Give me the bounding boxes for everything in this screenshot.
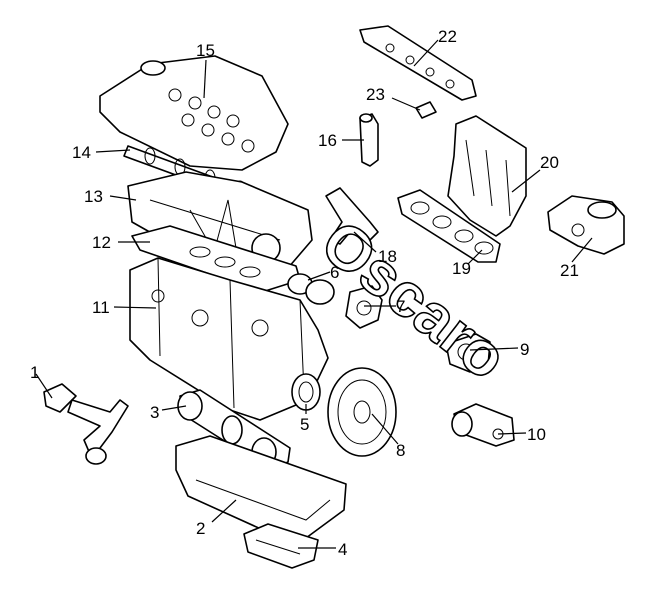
part-valve-cover	[99, 55, 289, 171]
part-thermostat	[445, 333, 491, 373]
leader-2	[211, 499, 237, 523]
callout-labels: 1 2 3 4 5 6 7 8 9 10 11 12 13 14 15 16 1…	[30, 27, 579, 559]
leader-20	[511, 169, 541, 193]
callout-21: 21	[560, 261, 579, 280]
leader-23	[391, 97, 421, 111]
leader-19	[467, 249, 483, 265]
part-coolant-housing	[345, 285, 383, 329]
callout-23: 23	[366, 85, 385, 104]
leader-6	[307, 271, 331, 281]
callout-5: 5	[300, 415, 309, 434]
callout-18: 18	[378, 247, 397, 266]
leader-8	[371, 413, 399, 445]
callout-22: 22	[438, 27, 457, 46]
callout-1: 1	[30, 363, 39, 382]
leader-1	[35, 373, 53, 399]
leader-9	[469, 347, 519, 351]
callout-20: 20	[540, 153, 559, 172]
callout-15: 15	[196, 41, 215, 60]
part-intake-gasket	[397, 189, 501, 263]
part-thermostat-housing	[287, 273, 335, 305]
leader-22	[413, 39, 439, 67]
callout-19: 19	[452, 259, 471, 278]
part-ignition-coil	[359, 113, 379, 167]
callout-10: 10	[527, 425, 546, 444]
leader-21	[571, 237, 593, 263]
leader-14	[95, 149, 131, 153]
callout-13: 13	[84, 187, 103, 206]
part-oil-strainer	[43, 383, 129, 465]
leader-11	[113, 306, 157, 309]
callout-9: 9	[520, 340, 529, 359]
part-sensor	[415, 101, 437, 119]
callout-6: 6	[330, 263, 339, 282]
callout-8: 8	[396, 441, 405, 460]
callout-12: 12	[92, 233, 111, 252]
part-flywheel	[327, 367, 397, 457]
callout-7: 7	[396, 297, 405, 316]
part-intake-manifold	[447, 115, 527, 237]
part-throttle-body	[547, 195, 625, 255]
part-oil-pickup	[243, 523, 319, 569]
leader-18	[353, 231, 377, 253]
callout-11: 11	[92, 298, 110, 317]
part-engine-block	[129, 257, 329, 421]
callout-4: 4	[338, 540, 347, 559]
callout-3: 3	[150, 403, 159, 422]
leader-15	[203, 59, 207, 99]
leader-3	[161, 405, 187, 411]
callout-16: 16	[318, 131, 337, 150]
leader-lines	[35, 39, 593, 549]
leader-13	[109, 195, 137, 201]
part-starter-motor	[451, 403, 515, 447]
part-fuel-rail	[359, 25, 477, 101]
callout-2: 2	[196, 519, 205, 538]
leader-10	[497, 432, 527, 435]
callout-14: 14	[72, 143, 91, 162]
